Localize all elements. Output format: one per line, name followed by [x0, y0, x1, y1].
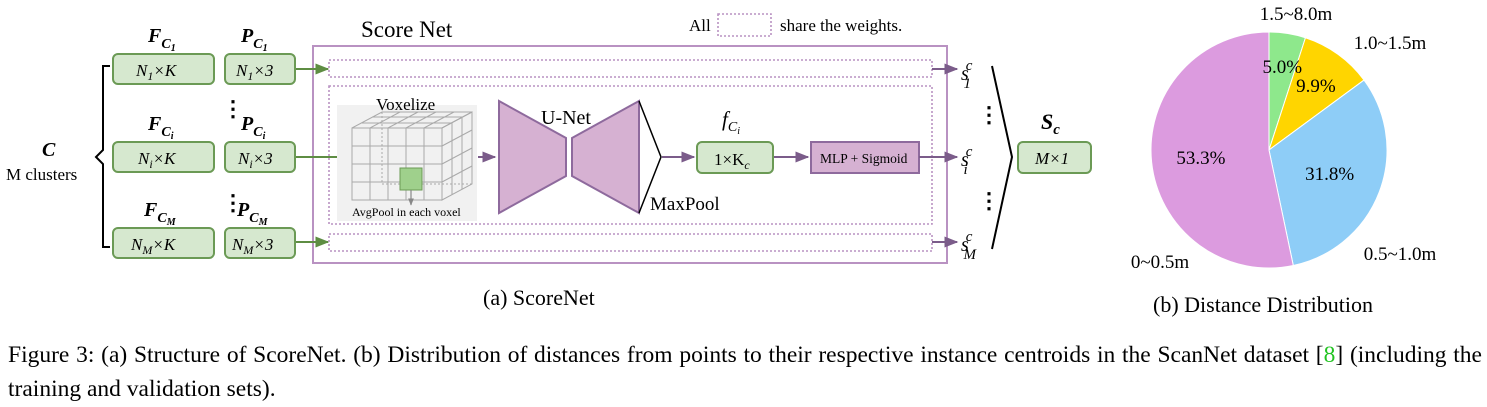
feature-box-c1	[112, 53, 215, 85]
figure-caption: Figure 3: (a) Structure of ScoreNet. (b)…	[8, 338, 1482, 406]
highlighted-voxel	[399, 167, 423, 191]
distance-caption: (b) Distance Distribution	[1153, 292, 1373, 317]
dots-left-2: ⋮	[222, 190, 244, 215]
points-label-c1: PC1	[240, 25, 268, 54]
feature-box-ci	[112, 141, 215, 173]
feature-box-ci-text: Ni×K	[137, 149, 177, 171]
output-box-text: M×1	[1034, 149, 1069, 168]
output-symbol: Sc	[1041, 109, 1060, 138]
shared-dotted-box-m	[328, 233, 933, 252]
points-box-c1-text: N1×3	[235, 61, 273, 83]
pie-category-label-3: 0.5~1.0m	[1364, 244, 1437, 265]
figure-caption-suffix: ] (including the training and validation…	[8, 342, 1482, 402]
pie-category-label-1: 1.5~8.0m	[1260, 4, 1333, 25]
pie-slice-2	[1268, 37, 1365, 152]
dots-right-2: ⋮	[978, 188, 1000, 213]
shared-dotted-box-i	[328, 85, 933, 225]
pie-labels: 5.0% 1.5~8.0m 9.9% 1.0~1.5m 31.8% 0.5~1.0m 53.…	[1131, 4, 1437, 273]
feature-label-cm: FCM	[143, 199, 177, 228]
unet-block	[498, 99, 662, 215]
pie-percent-label-1: 5.0%	[1263, 57, 1303, 78]
distance-pie-chart: 5.0% 1.5~8.0m 9.9% 1.0~1.5m 31.8% 0.5~1.0m 53.…	[1131, 4, 1437, 317]
mlp-sigmoid-label: MLP + Sigmoid	[820, 151, 908, 166]
legend-all-label: All	[689, 16, 711, 35]
pie-slices	[1150, 31, 1388, 269]
feature-label-c1: FC1	[147, 25, 176, 54]
pie-category-label-4: 0~0.5m	[1131, 252, 1190, 273]
mlp-sigmoid-box	[810, 141, 920, 174]
feature-box-cm	[112, 227, 215, 259]
scorenet-title: Score Net	[361, 17, 453, 42]
pie-percent-label-4: 53.3%	[1176, 148, 1225, 169]
output-box	[1017, 141, 1092, 174]
points-box-ci	[224, 141, 296, 173]
points-box-ci-text: Ni×3	[237, 149, 273, 171]
voxel-grid-icon	[337, 105, 477, 221]
points-label-cm: PCM	[236, 199, 269, 228]
feature-fci-box	[696, 141, 774, 174]
feature-fci-label: fCi	[722, 107, 740, 137]
clusters-symbol: C	[42, 139, 56, 161]
legend-dotted-box	[717, 13, 772, 37]
pie-category-label-2: 1.0~1.5m	[1354, 33, 1427, 54]
clusters-sublabel: M clusters	[6, 165, 77, 184]
pie-percent-label-3: 31.8%	[1305, 164, 1354, 185]
scorenet-caption: (a) ScoreNet	[483, 285, 595, 310]
points-box-c1	[224, 53, 296, 85]
maxpool-label: MaxPool	[650, 194, 720, 215]
feature-label-ci: FCi	[147, 113, 174, 142]
scores-bracket	[991, 65, 1014, 250]
legend-share-label: share the weights.	[780, 16, 902, 35]
dots-right-1: ⋮	[978, 102, 1000, 127]
pie-percent-label-2: 9.9%	[1296, 76, 1336, 97]
feature-fci-box-text: 1×Kc	[714, 150, 750, 172]
points-label-ci: PCi	[240, 113, 266, 142]
shared-dotted-box-1	[328, 59, 933, 78]
unet-label: U-Net	[541, 107, 591, 129]
figure-caption-ref[interactable]: 8	[1323, 342, 1336, 368]
clusters-bracket	[94, 65, 110, 248]
feature-box-c1-text: N1×K	[135, 61, 178, 83]
figure-caption-prefix: Figure 3: (a) Structure of ScoreNet. (b)…	[8, 342, 1324, 368]
pie-slice-4	[1150, 31, 1294, 269]
scorenet-diagram: Score Net All share the weights. C M clu…	[6, 13, 1092, 310]
feature-box-cm-text: NM×K	[130, 235, 177, 257]
voxelize-label: Voxelize	[376, 95, 435, 114]
pie-slice-3	[1268, 79, 1388, 267]
row-cluster-i: FCi PCi Ni×K Ni×3	[112, 113, 352, 173]
dots-left-1: ⋮	[222, 96, 244, 121]
points-box-cm	[224, 227, 296, 259]
avgpool-label: AvgPool in each voxel	[352, 205, 461, 219]
points-box-cm-text: NM×3	[231, 235, 273, 257]
